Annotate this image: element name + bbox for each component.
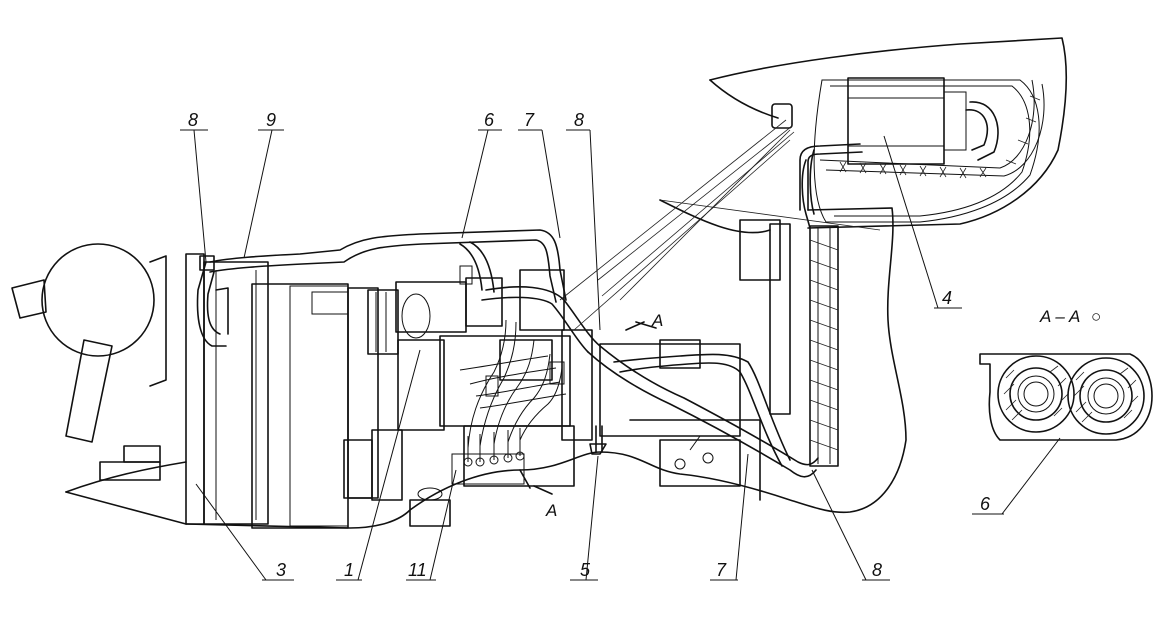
clip-block <box>771 103 793 129</box>
section-marker-top: A <box>651 311 663 330</box>
section-marker-bottom: A <box>545 501 557 520</box>
engine-block <box>599 219 791 501</box>
fuel-lines <box>196 143 863 478</box>
callout-7-top: 7 <box>524 110 535 130</box>
fuel-unit-body <box>847 77 945 165</box>
callout-8-top-left: 8 <box>188 110 198 130</box>
injector-tubes <box>459 265 565 449</box>
callout-5: 5 <box>580 560 591 580</box>
callout-8-top-middle: 8 <box>574 110 584 130</box>
section-a-a-detail: A – A ○ <box>979 307 1153 441</box>
callout-6-section: 6 <box>980 494 991 514</box>
section-symbol: ○ <box>1091 307 1101 326</box>
callout-4: 4 <box>942 288 952 308</box>
callout-6-top: 6 <box>484 110 495 130</box>
injection-pump <box>439 269 593 487</box>
callouts: 8 9 6 7 8 4 3 1 11 5 <box>180 110 1061 581</box>
section-cut-marks: A A <box>519 311 663 520</box>
callout-9: 9 <box>266 110 276 130</box>
engine-front <box>343 277 503 527</box>
callout-1: 1 <box>344 560 354 580</box>
radiator <box>185 253 349 529</box>
vertical-protective-tube <box>809 225 839 467</box>
cab-outline <box>709 37 1068 229</box>
callout-11: 11 <box>408 560 427 580</box>
callout-8-bottom-right: 8 <box>872 560 882 580</box>
air-filter <box>11 243 167 443</box>
section-title: A – A <box>1039 307 1080 326</box>
detail-guide-lines <box>559 119 881 331</box>
callout-7-bottom: 7 <box>716 560 727 580</box>
callout-3: 3 <box>276 560 286 580</box>
body-outline <box>65 199 907 529</box>
